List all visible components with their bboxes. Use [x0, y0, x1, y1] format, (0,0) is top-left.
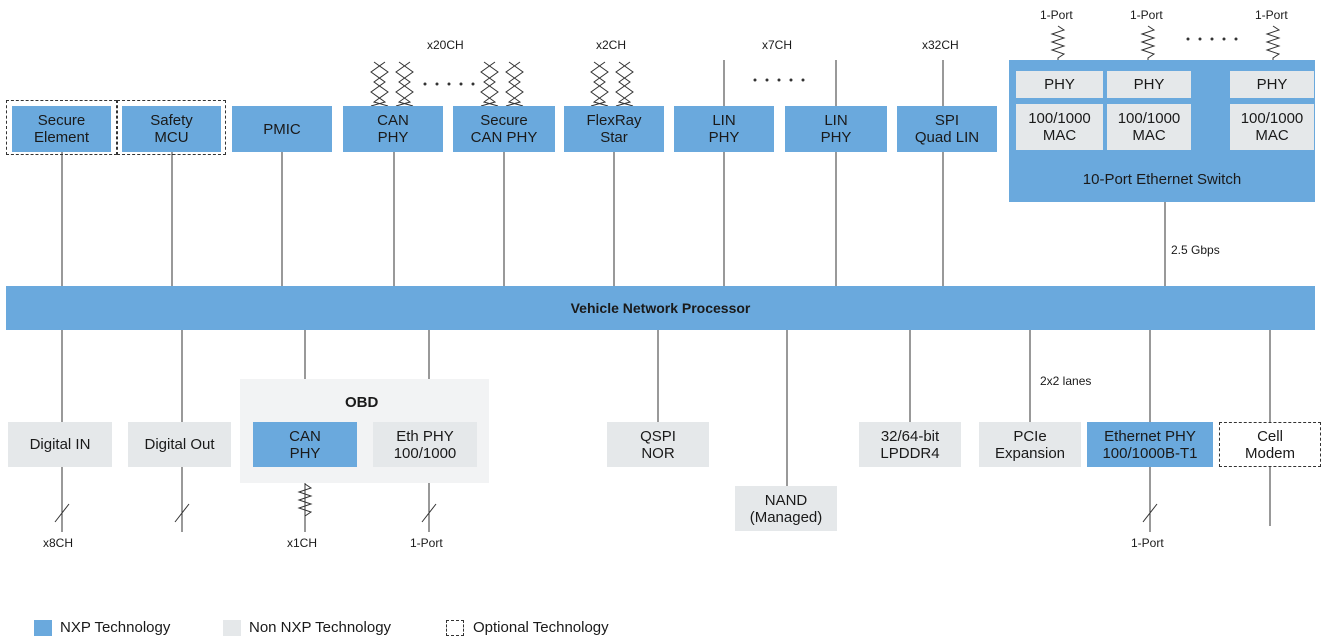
ethernet-phy-label-2: 100/1000B-T1: [1102, 444, 1198, 462]
safety-mcu-label-1: Safety: [150, 112, 193, 129]
nand-label-2: (Managed): [749, 508, 823, 526]
lin-phy-2-label-2: PHY: [820, 129, 852, 146]
flexray-star-node: FlexRay Star: [564, 106, 664, 152]
safety-mcu-label-2: MCU: [154, 129, 189, 146]
flexray-channel-count: x2CH: [596, 38, 627, 52]
lin-phy-node-2: LIN PHY: [785, 106, 887, 152]
safety-mcu-optional-frame: [117, 100, 226, 155]
switch-port-label-3: 1-Port: [1255, 8, 1288, 22]
secure-element-label-2: Element: [33, 129, 90, 146]
legend-non-nxp-swatch: [223, 620, 241, 636]
qspi-nor-label-2: NOR: [641, 444, 675, 462]
pcie-label-2: Expansion: [994, 444, 1066, 462]
lpddr4-node: 32/64-bit LPDDR4: [859, 422, 961, 467]
can-channel-count: x20CH: [427, 38, 464, 52]
legend-nxp-label: NXP Technology: [60, 619, 171, 636]
nand-node: NAND (Managed): [735, 486, 837, 531]
switch-phy-2: PHY: [1107, 71, 1191, 98]
obd-title: OBD: [345, 394, 379, 411]
obd-eth-phy-label-1: Eth PHY: [396, 427, 454, 445]
can-phy-label-1: CAN: [377, 112, 409, 129]
cell-modem-node: Cell Modem: [1219, 422, 1321, 467]
lin-phy-node-1: LIN PHY: [674, 106, 774, 152]
digital-in-node: Digital IN: [8, 422, 112, 467]
switch-port-label-2: 1-Port: [1130, 8, 1163, 22]
switch-mac-1: 100/1000 MAC: [1016, 104, 1103, 150]
legend-optional-label: Optional Technology: [473, 619, 609, 636]
digital-in-label: Digital IN: [29, 436, 91, 453]
uplink-speed-label: 2.5 Gbps: [1171, 243, 1220, 257]
secure-can-phy-label-2: CAN PHY: [470, 129, 538, 146]
legend-optional-swatch: [446, 620, 464, 636]
spi-quad-lin-label-1: SPI: [934, 112, 960, 129]
qspi-nor-label-1: QSPI: [640, 427, 676, 445]
digital-in-channel-count: x8CH: [43, 536, 74, 550]
lpddr4-label-1: 32/64-bit: [880, 427, 940, 445]
digital-out-label: Digital Out: [144, 436, 215, 453]
obd-eth-phy-node: Eth PHY 100/1000: [373, 422, 477, 467]
switch-mac-3-label-1: 100/1000: [1240, 110, 1304, 127]
spi-quad-lin-label-2: Quad LIN: [914, 129, 980, 146]
digital-out-node: Digital Out: [128, 422, 231, 467]
pmic-label: PMIC: [263, 120, 301, 138]
cell-modem-label-1: Cell: [1257, 427, 1283, 445]
obd-can-phy-label-1: CAN: [289, 427, 321, 445]
secure-element-node: Secure Element: [12, 106, 111, 152]
switch-port-label-1: 1-Port: [1040, 8, 1073, 22]
lin-phy-1-label-1: LIN: [712, 112, 736, 129]
nand-label-1: NAND: [764, 491, 808, 509]
spi-channel-count: x32CH: [922, 38, 959, 52]
ethernet-phy-port-label: 1-Port: [1131, 536, 1164, 550]
secure-element-optional-frame: [6, 100, 117, 155]
lin-channel-count: x7CH: [762, 38, 793, 52]
obd-can-channel-count: x1CH: [287, 536, 318, 550]
legend-nxp-swatch: [34, 620, 52, 636]
cell-modem-label-2: Modem: [1244, 444, 1296, 462]
switch-mac-2: 100/1000 MAC: [1107, 104, 1191, 150]
can-phy-node: CAN PHY: [343, 106, 443, 152]
secure-element-label-1: Secure: [37, 112, 86, 129]
obd-eth-port-label: 1-Port: [410, 536, 443, 550]
lin-phy-1-label-2: PHY: [708, 129, 740, 146]
switch-mac-2-label-2: MAC: [1132, 127, 1166, 144]
lin-phy-2-label-1: LIN: [824, 112, 848, 129]
switch-mac-2-label-1: 100/1000: [1117, 110, 1181, 127]
ethernet-switch-title: 10-Port Ethernet Switch: [1082, 171, 1242, 188]
secure-can-phy-label-1: Secure: [480, 112, 528, 129]
vehicle-network-processor-label: Vehicle Network Processor: [570, 299, 751, 316]
pmic-node: PMIC: [232, 106, 332, 152]
legend-non-nxp-label: Non NXP Technology: [249, 619, 392, 636]
qspi-nor-node: QSPI NOR: [607, 422, 709, 467]
switch-mac-1-label-2: MAC: [1042, 127, 1077, 144]
pcie-label-1: PCIe: [1013, 427, 1047, 445]
obd-can-phy-label-2: PHY: [289, 444, 321, 462]
ethernet-phy-label-1: Ethernet PHY: [1104, 427, 1196, 445]
switch-phy-2-label: PHY: [1133, 76, 1165, 93]
switch-mac-3: 100/1000 MAC: [1230, 104, 1314, 150]
switch-mac-3-label-2: MAC: [1255, 127, 1289, 144]
safety-mcu-node: Safety MCU: [122, 106, 221, 152]
pcie-expansion-node: PCIe Expansion: [979, 422, 1081, 467]
switch-mac-1-label-1: 100/1000: [1028, 110, 1091, 127]
can-phy-label-2: PHY: [377, 129, 409, 146]
flexray-star-label-1: FlexRay: [586, 112, 642, 129]
ethernet-phy-node: Ethernet PHY 100/1000B-T1: [1087, 422, 1213, 467]
switch-phy-3: PHY: [1230, 71, 1314, 98]
switch-phy-1: PHY: [1016, 71, 1103, 98]
lpddr4-label-2: LPDDR4: [880, 444, 940, 462]
vehicle-network-processor: Vehicle Network Processor: [6, 286, 1315, 330]
secure-can-phy-node: Secure CAN PHY: [453, 106, 555, 152]
switch-phy-3-label: PHY: [1256, 76, 1288, 93]
flexray-star-label-2: Star: [600, 129, 628, 146]
obd-can-phy-node: CAN PHY: [253, 422, 357, 467]
spi-quad-lin-node: SPI Quad LIN: [897, 106, 997, 152]
pcie-lanes-label: 2x2 lanes: [1040, 374, 1092, 388]
switch-phy-1-label: PHY: [1044, 76, 1075, 93]
obd-eth-phy-label-2: 100/1000: [393, 444, 457, 462]
